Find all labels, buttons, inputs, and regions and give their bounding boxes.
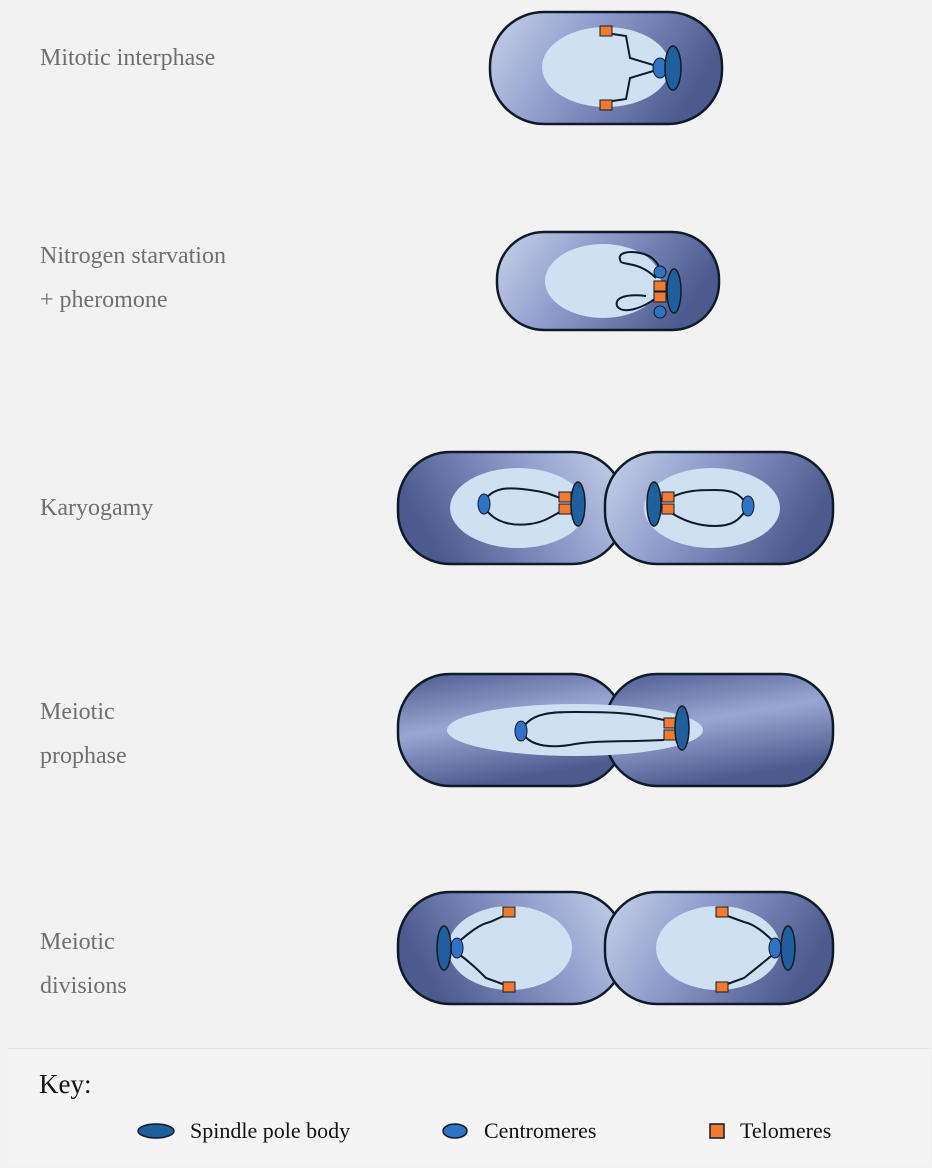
telomere-icon — [600, 100, 612, 110]
telomere-icon — [662, 504, 674, 514]
telomere-icon — [654, 281, 666, 291]
cell-diagram — [0, 0, 932, 1048]
centromere-icon — [451, 938, 463, 958]
cell-karyogamy — [398, 452, 833, 564]
telomere-icon — [716, 982, 728, 992]
key-item-label: Telomeres — [740, 1118, 831, 1144]
centromere-icon — [515, 721, 527, 741]
key-legend: Key: Spindle pole body Centromeres Telom… — [8, 1048, 930, 1165]
telomere-icon — [716, 907, 728, 917]
cell-meiotic-divisions — [398, 892, 833, 1004]
centromere-icon — [478, 494, 490, 514]
nucleus — [448, 906, 572, 990]
spindle-pole-body-icon — [667, 269, 681, 313]
telomere-icon — [654, 292, 666, 302]
nucleus — [656, 906, 780, 990]
telomere-icon — [664, 718, 676, 728]
spindle-pole-body-icon — [437, 926, 451, 970]
centromere-icon — [440, 1121, 470, 1141]
telomere-icon — [600, 26, 612, 36]
telomere-icon — [559, 492, 571, 502]
spindle-pole-body-icon — [665, 46, 681, 90]
key-item-spindle-pole-body: Spindle pole body — [136, 1111, 350, 1151]
centromere-icon — [654, 266, 666, 278]
nucleus — [545, 244, 661, 318]
key-item-telomeres: Telomeres — [708, 1111, 831, 1151]
spindle-pole-body-icon — [647, 482, 661, 526]
cell-meiotic-prophase — [398, 674, 833, 786]
spindle-pole-body-icon — [675, 706, 689, 750]
telomere-icon — [664, 730, 676, 740]
telomere-icon — [662, 492, 674, 502]
centromere-icon — [769, 938, 781, 958]
nucleus — [542, 27, 670, 107]
key-item-centromeres: Centromeres — [440, 1111, 596, 1151]
centromere-icon — [742, 496, 754, 516]
cell-mitotic-interphase — [490, 12, 722, 124]
spindle-pole-body-icon — [781, 926, 795, 970]
spindle-pole-body-icon — [571, 482, 585, 526]
telomere-icon — [708, 1122, 726, 1140]
key-title: Key: — [39, 1069, 91, 1100]
cell-nitrogen-starvation — [497, 232, 719, 330]
telomere-icon — [559, 504, 571, 514]
centromere-icon — [654, 306, 666, 318]
spindle-pole-body-icon — [136, 1121, 176, 1141]
key-item-label: Spindle pole body — [190, 1118, 350, 1144]
telomere-icon — [503, 907, 515, 917]
telomere-icon — [503, 982, 515, 992]
key-item-label: Centromeres — [484, 1118, 596, 1144]
